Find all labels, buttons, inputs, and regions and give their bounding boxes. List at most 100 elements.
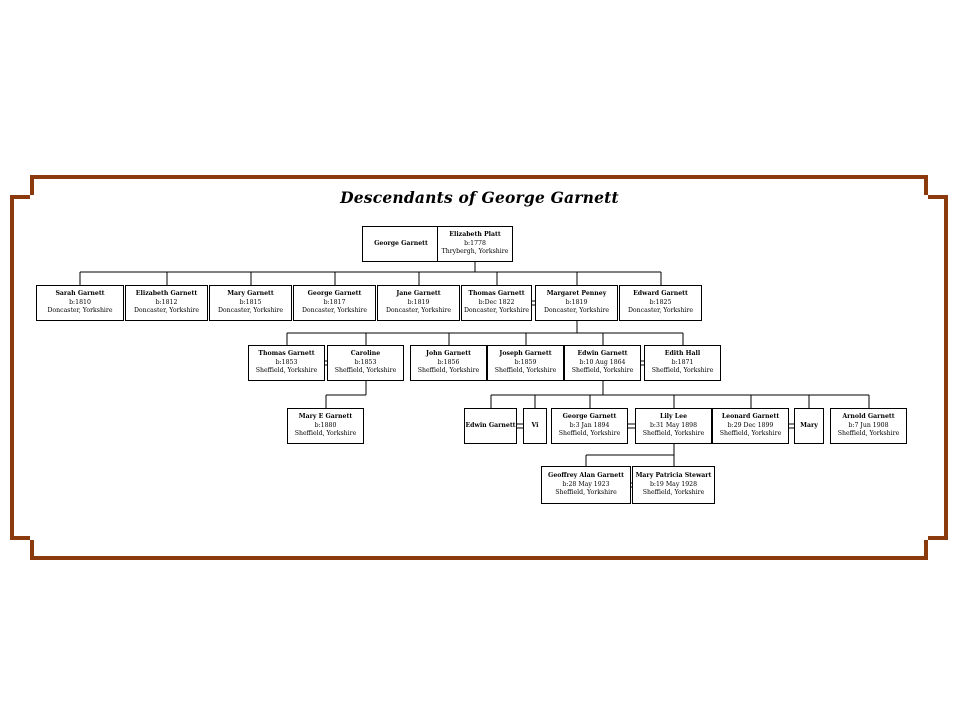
frame-segment [30, 540, 34, 560]
person-place: Doncaster, Yorkshire [463, 307, 530, 315]
person-birth: b:10 Aug 1864 [579, 358, 626, 366]
person-name: Thomas Garnett [258, 349, 315, 357]
person-birth: b:1859 [514, 358, 537, 366]
person-birth: b:Dec 1822 [478, 298, 515, 306]
person-name: Edwin Garnett [465, 421, 516, 429]
frame-segment [928, 536, 948, 540]
person-place: Sheffield, Yorkshire [837, 430, 900, 438]
person-birth: b:1871 [671, 358, 694, 366]
person-name: Sarah Garnett [55, 289, 105, 297]
frame-segment [924, 175, 928, 195]
person-birth: b:29 Dec 1899 [727, 421, 774, 429]
person-name: Arnold Garnett [842, 412, 895, 420]
person-birth: b:1815 [239, 298, 262, 306]
frame-segment [30, 175, 928, 179]
person-name: John Garnett [426, 349, 471, 357]
person-name: Caroline [350, 349, 381, 357]
person-place: Sheffield, Yorkshire [558, 430, 621, 438]
person-name: Edwin Garnett [577, 349, 628, 357]
person-birth: b:1778 [464, 239, 486, 247]
person-place: Doncaster, Yorkshire [133, 307, 200, 315]
person-birth: b:28 May 1923 [562, 480, 610, 488]
person-place: Sheffield, Yorkshire [294, 430, 357, 438]
person-name: Mary Garnett [227, 289, 274, 297]
person-place: Doncaster, Yorkshire [627, 307, 694, 315]
person-birth: b:19 May 1928 [649, 480, 698, 488]
person-name: Vi [531, 421, 539, 429]
person-name: Mary E Garnett [298, 412, 353, 420]
person-birth: b:3 Jan 1894 [569, 421, 610, 429]
person-birth: b:1853 [354, 358, 377, 366]
person-name: Leonard Garnett [721, 412, 780, 420]
frame-segment [10, 536, 30, 540]
decorative-frame [10, 175, 948, 560]
person-box[interactable]: Mary [794, 408, 824, 444]
person-box[interactable]: Edwin Garnett [464, 408, 517, 444]
person-place: Sheffield, Yorkshire [255, 367, 318, 375]
person-birth: b:1810 [69, 298, 91, 306]
frame-segment [924, 540, 928, 560]
frame-segment [928, 195, 948, 199]
person-name: George Garnett [307, 289, 362, 297]
person-place: Sheffield, Yorkshire [494, 367, 557, 375]
frame-segment [10, 195, 14, 540]
person-place: Sheffield, Yorkshire [417, 367, 480, 375]
person-birth: b:1819 [407, 298, 430, 306]
frame-segment [30, 175, 34, 195]
person-place: Sheffield, Yorkshire [651, 367, 714, 375]
person-name: Geoffrey Alan Garnett [548, 471, 624, 479]
person-place: Sheffield, Yorkshire [555, 489, 617, 497]
person-place: Doncaster, Yorkshire [301, 307, 368, 315]
person-name: George Garnett [562, 412, 617, 420]
person-place: Doncaster, Yorkshire [47, 307, 113, 315]
person-birth: b:1825 [649, 298, 672, 306]
frame-segment [944, 195, 948, 540]
person-name: Mary [800, 421, 818, 429]
person-place: Thrybergh, Yorkshire [441, 248, 509, 256]
chart-title: Descendants of George Garnett [340, 188, 619, 207]
person-birth: b:1880 [314, 421, 337, 429]
person-birth: b:7 Jun 1908 [848, 421, 889, 429]
person-name: Margaret Penney [546, 289, 607, 297]
person-name: Joseph Garnett [499, 349, 552, 357]
person-place: Doncaster, Yorkshire [217, 307, 284, 315]
person-birth: b:1856 [437, 358, 460, 366]
person-name: Edith Hall [664, 349, 701, 357]
person-birth: b:1817 [323, 298, 346, 306]
person-name: Jane Garnett [396, 289, 441, 297]
person-box[interactable]: George Garnett [362, 226, 440, 262]
person-place: Sheffield, Yorkshire [642, 489, 705, 497]
person-place: Sheffield, Yorkshire [642, 430, 705, 438]
person-birth: b:1819 [565, 298, 588, 306]
person-place: Doncaster, Yorkshire [385, 307, 452, 315]
person-name: Elizabeth Garnett [135, 289, 198, 297]
person-place: Sheffield, Yorkshire [571, 367, 634, 375]
person-name: Thomas Garnett [468, 289, 525, 297]
person-birth: b:1853 [275, 358, 298, 366]
person-box[interactable]: Vi [523, 408, 547, 444]
person-birth: b:31 May 1898 [649, 421, 698, 429]
